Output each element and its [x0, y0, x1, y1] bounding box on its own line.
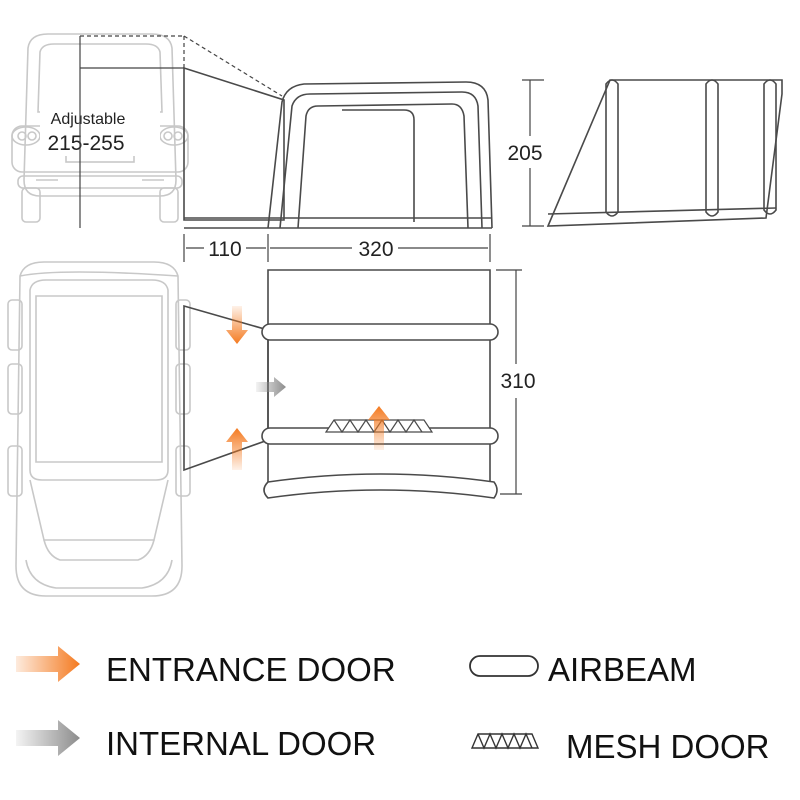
height-guides — [79, 35, 283, 228]
mesh-door-icon — [470, 732, 540, 750]
van-rear-view — [11, 33, 189, 223]
airbeam-icon — [469, 655, 539, 677]
height-dimension-lines — [522, 79, 544, 227]
legend-airbeam-label: AIRBEAM — [548, 651, 697, 688]
width-dimension-lines — [496, 269, 522, 495]
entrance-door-arrow-side-top — [226, 306, 248, 344]
legend-entrance-door-label: ENTRANCE DOOR — [106, 651, 396, 688]
adjustable-label: Adjustable — [51, 111, 126, 128]
legend-airbeam: AIRBEAM — [469, 651, 697, 688]
tent-length-label: 320 — [358, 238, 393, 261]
legend-internal-door: INTERNAL DOOR — [16, 720, 376, 762]
height-range-label: 215-255 — [47, 132, 124, 155]
legend-mesh-door-label: MESH DOOR — [566, 728, 770, 765]
legend-entrance-door: ENTRANCE DOOR — [16, 646, 396, 688]
adjustable-label-bg — [40, 106, 160, 156]
airbeam-front — [263, 473, 498, 499]
airbeam-top — [261, 323, 499, 341]
legend-mesh-door: MESH DOOR — [470, 728, 770, 765]
legend-internal-door-label: INTERNAL DOOR — [106, 725, 376, 762]
awning-side-view — [183, 66, 493, 229]
awning-front-view — [546, 79, 783, 227]
awning-height-label: 205 — [507, 142, 542, 165]
internal-arrow-icon — [16, 720, 80, 756]
internal-door-arrow — [256, 377, 286, 397]
entrance-door-arrow-front — [368, 406, 390, 450]
length-dimension-lines — [183, 234, 491, 262]
entrance-arrow-icon — [16, 646, 80, 682]
entrance-door-arrow-side-bottom — [226, 428, 248, 470]
connector-length-label: 110 — [208, 238, 241, 261]
van-top-view — [7, 261, 191, 597]
awning-top-view — [183, 269, 491, 485]
tent-width-label: 310 — [500, 370, 535, 393]
